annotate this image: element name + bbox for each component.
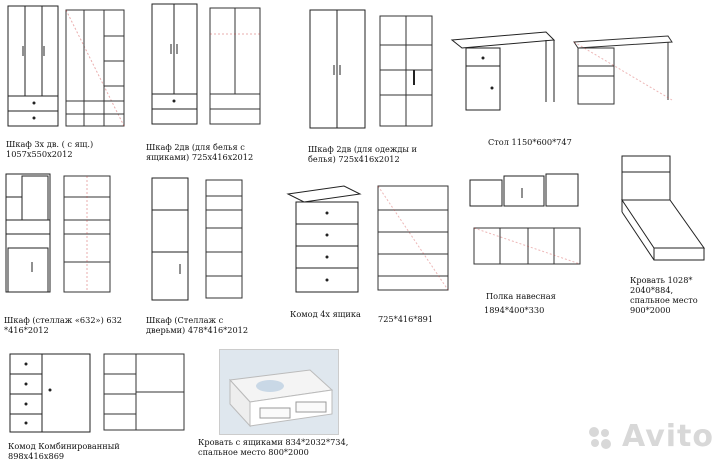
caption-dims: 1894*400*330 <box>484 305 545 315</box>
caption-line1: Полка навесная <box>486 291 556 301</box>
wardrobe-2-doors-clothes-drawing <box>309 9 433 129</box>
watermark-text: Avito <box>622 419 714 454</box>
combined-dresser-drawing <box>9 353 185 433</box>
caption-line1: Комод 4х ящика <box>290 309 361 319</box>
caption-line1: Стол 1150*600*747 <box>488 137 572 147</box>
caption-line1: Шкаф 2дв (для одежды и <box>308 144 417 154</box>
caption-line1: Шкаф (Стеллаж с <box>146 315 224 325</box>
caption-line1: Кровать с ящиками 834*2032*734, <box>198 437 349 447</box>
caption-line1: Шкаф (стеллаж «632») 632 <box>4 315 122 325</box>
caption-line2: 2040*884, <box>630 285 674 295</box>
caption-line1: Кровать 1028* <box>630 275 693 285</box>
shelving-632-drawing <box>5 173 111 293</box>
caption-line3: спальное место <box>630 295 698 305</box>
avito-dots-icon <box>588 426 611 449</box>
caption-dims: 725*416*891 <box>378 314 434 324</box>
caption-line2: дверьми) 478*416*2012 <box>146 325 249 335</box>
caption-line1: Шкаф 2дв (для белья с <box>146 142 245 152</box>
dresser-4-drawers-drawing <box>286 185 449 293</box>
caption-line2: 898х416х869 <box>8 451 65 461</box>
avito-watermark: Avito <box>588 419 714 454</box>
bed-drawing <box>621 155 705 261</box>
caption-line2: ящиками) 725x416x2012 <box>146 152 254 162</box>
bed-with-drawers-photo <box>219 349 339 435</box>
caption-line1: Комод Комбинированный <box>8 441 120 451</box>
caption-line4: 900*2000 <box>630 305 671 315</box>
caption-line2: *416*2012 <box>4 325 49 335</box>
caption-line1: Шкаф 3х дв. ( с ящ.) <box>6 139 94 149</box>
caption-line2: спальное место 800*2000 <box>198 447 309 457</box>
wall-shelf-drawing <box>469 173 581 265</box>
desk-drawing <box>450 31 673 111</box>
shelving-with-doors-drawing <box>151 177 243 301</box>
caption-line2: 1057х550х2012 <box>6 149 73 159</box>
wardrobe-3-doors-drawing <box>7 5 125 127</box>
caption-line2: белья) 725x416x2012 <box>308 154 400 164</box>
wardrobe-2-doors-linen-drawing <box>151 3 261 125</box>
